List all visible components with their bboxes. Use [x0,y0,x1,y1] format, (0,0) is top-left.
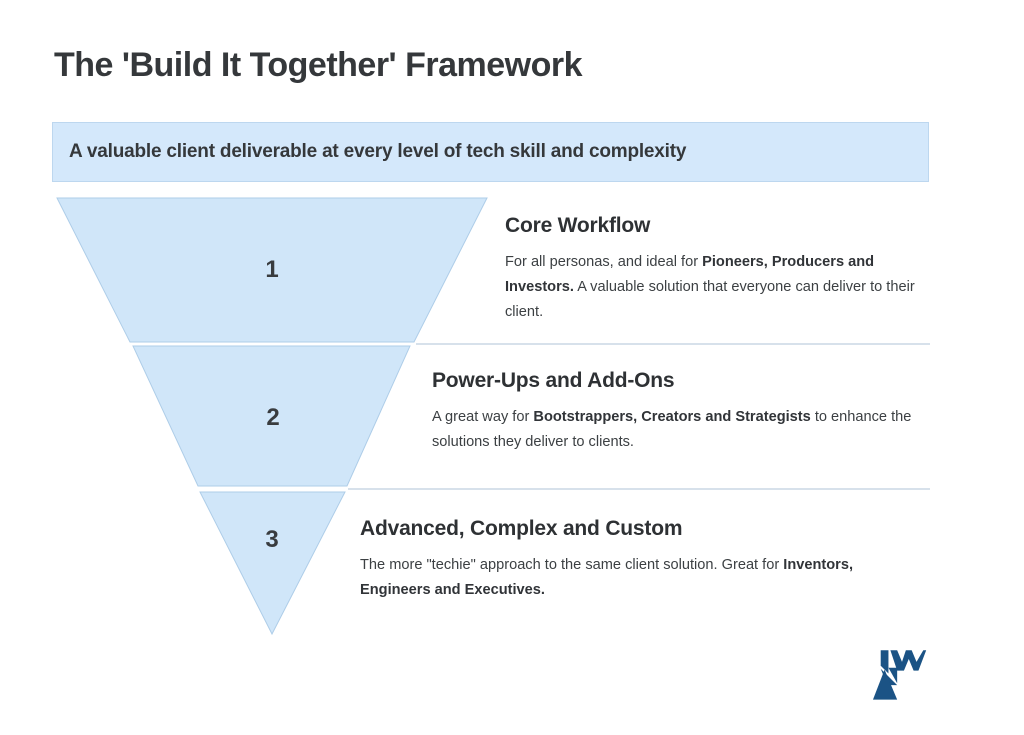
section-body: The more "techie" approach to the same c… [360,557,854,598]
section-body: For all personas, and ideal for Pioneers… [505,254,915,320]
section-divider-2 [348,488,930,490]
section-advanced-custom: Advanced, Complex and Custom The more "t… [360,517,895,603]
funnel-diagram [56,197,488,636]
funnel-level-2-shape [132,345,411,487]
section-heading: Advanced, Complex and Custom [360,517,683,540]
section-power-ups: Power-Ups and Add-Ons A great way for Bo… [432,369,912,455]
section-heading: Power-Ups and Add-Ons [432,369,675,392]
section-core-workflow: Core Workflow For all personas, and idea… [505,214,925,325]
subtitle-banner: A valuable client deliverable at every l… [52,122,929,182]
brand-logo-triangle [872,669,898,700]
brand-logo-w-mark [890,650,927,671]
subtitle-banner-text: A valuable client deliverable at every l… [69,141,687,162]
section-heading: Core Workflow [505,214,651,237]
section-body: A great way for Bootstrappers, Creators … [432,409,912,450]
section-divider-1 [416,343,930,345]
funnel-level-1-shape [56,197,488,343]
brand-logo [872,648,932,701]
funnel-level-1-number: 1 [265,256,279,283]
brand-logo-bar [880,650,889,674]
funnel-level-3-shape [199,491,346,636]
page-title: The 'Build It Together' Framework [54,46,582,84]
funnel-level-2-number: 2 [266,404,280,431]
funnel-level-3-number: 3 [265,526,279,553]
